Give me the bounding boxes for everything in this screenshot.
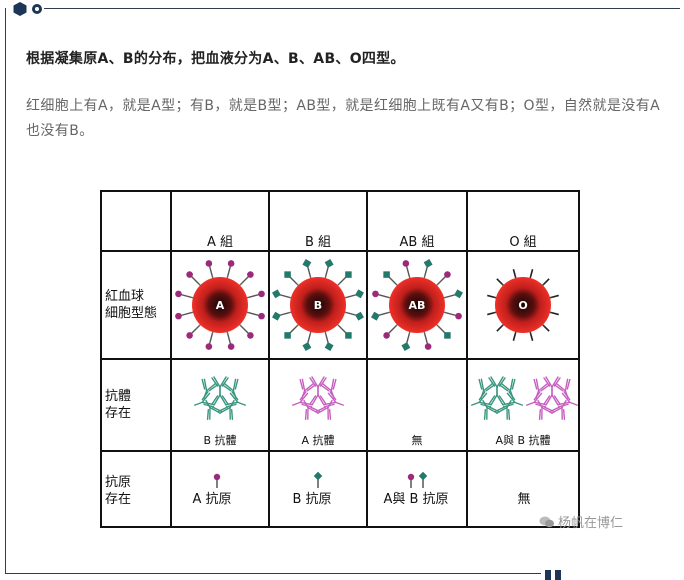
antibody-caption-a: B 抗體 xyxy=(203,433,236,447)
table-grid xyxy=(100,190,580,528)
antibody-caption-b: A 抗體 xyxy=(301,433,334,447)
frame-left-border xyxy=(5,8,6,574)
row-label-antigen-line1: 抗原 xyxy=(105,475,131,490)
antigen-caption-b: B 抗原 xyxy=(292,492,331,507)
row-label-antigen-line2: 存在 xyxy=(105,492,131,507)
frame-top-border xyxy=(44,8,680,9)
watermark-text: 杨帆在博仁 xyxy=(558,516,624,531)
row-label-cell-line1: 紅血球 xyxy=(105,289,144,304)
article-paragraph: 红细胞上有A，就是A型；有B，就是B型；AB型，就是红细胞上既有A又有B；O型，… xyxy=(26,98,661,139)
squares-icon xyxy=(545,570,561,580)
hexagon-icon xyxy=(13,2,27,16)
column-header-a: A 組 xyxy=(207,235,233,250)
row-label-antibody-line2: 存在 xyxy=(105,406,131,421)
antibody-a-cluster-o xyxy=(526,376,578,421)
column-header-b: B 組 xyxy=(305,235,331,250)
article-heading: 根据凝集原A、B的分布，把血液分为A、B、AB、O四型。 xyxy=(26,51,405,67)
row-label-antibody-line1: 抗體 xyxy=(105,389,131,404)
row-label-cell-line2: 細胞型態 xyxy=(105,305,157,321)
red-cell-label: AB xyxy=(409,299,426,312)
antibody-b-cluster-o xyxy=(471,376,523,421)
antigen-ab-icon xyxy=(407,471,428,488)
wechat-icon xyxy=(539,516,554,527)
antibody-caption-ab: 無 xyxy=(412,433,423,447)
red-cell-a: A xyxy=(175,260,265,350)
red-cell-b: B xyxy=(272,259,364,351)
watermark: 杨帆在博仁 xyxy=(539,512,623,531)
red-cell-ab: AB xyxy=(371,259,463,351)
red-cell-label: B xyxy=(314,299,322,312)
red-cell-label: O xyxy=(518,299,527,312)
antibody-caption-o: A與 B 抗體 xyxy=(495,433,550,447)
antibody-row xyxy=(194,376,578,421)
antibody-a-cluster xyxy=(292,376,344,421)
red-cell-o: O xyxy=(487,269,559,341)
antigen-caption-a: A 抗原 xyxy=(192,492,231,507)
antibody-b-cluster xyxy=(194,376,246,421)
column-header-o: O 組 xyxy=(509,235,536,250)
circle-dot-icon xyxy=(32,4,42,14)
frame-bottom-border xyxy=(5,573,541,574)
antigen-b-icon xyxy=(313,471,323,488)
antigen-caption-ab: A與 B 抗原 xyxy=(383,492,448,507)
antigen-caption-o: 無 xyxy=(517,492,530,507)
antigen-a-icon xyxy=(213,473,221,488)
red-cell-label: A xyxy=(216,299,225,312)
column-header-ab: AB 組 xyxy=(400,235,435,250)
